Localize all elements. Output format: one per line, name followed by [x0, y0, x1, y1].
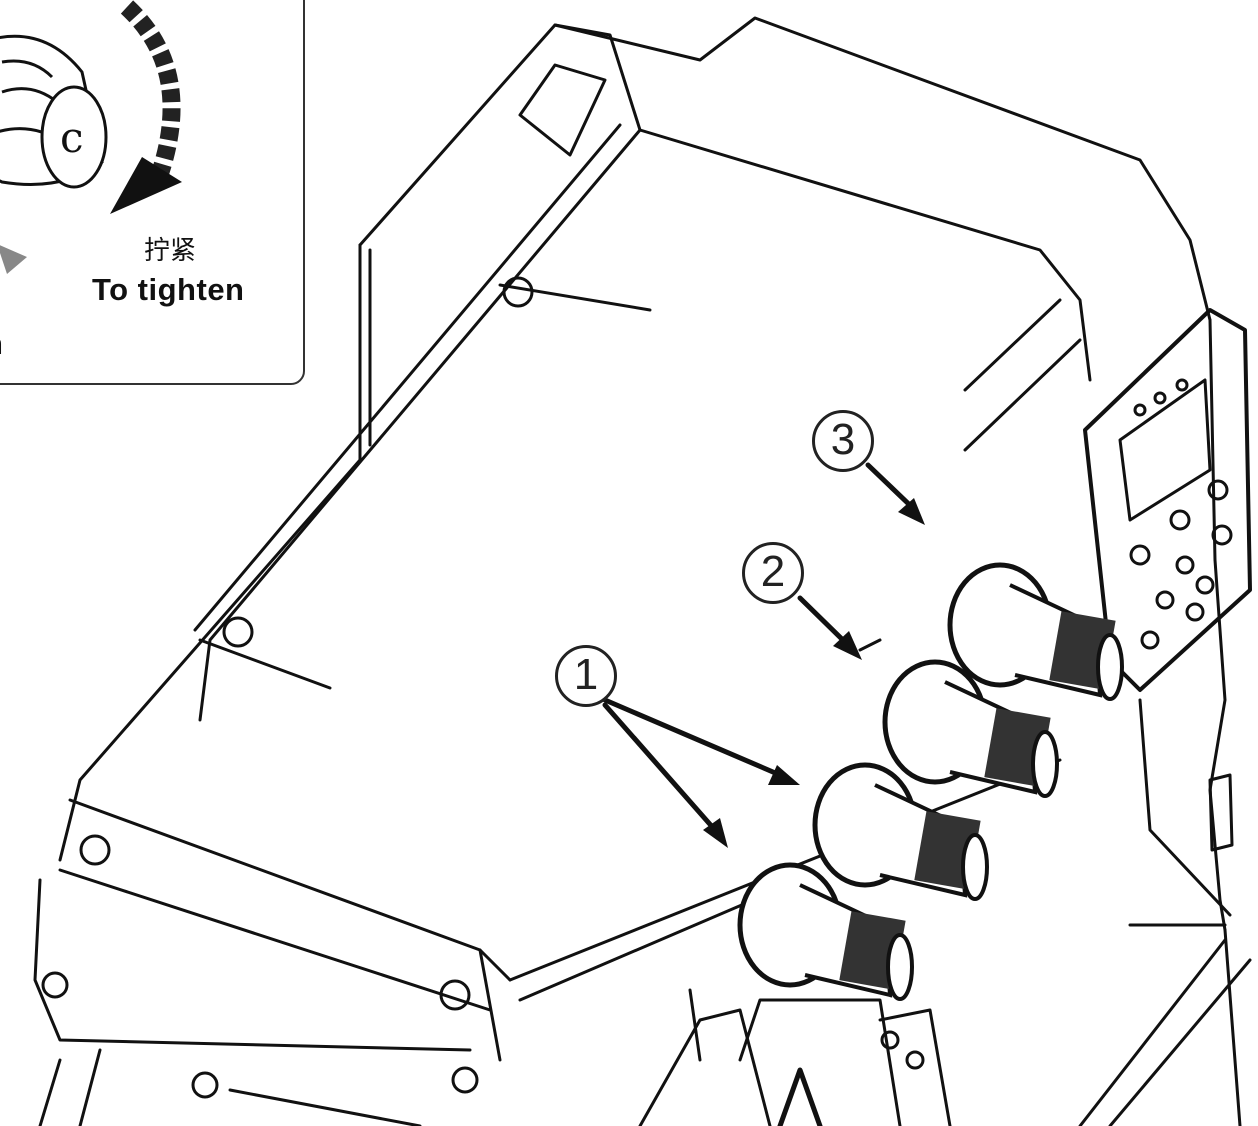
- callout-1: 1: [555, 645, 617, 707]
- tension-knob-1a[interactable]: [812, 762, 989, 901]
- tension-knob-1b[interactable]: [737, 862, 914, 1001]
- pointer-arrow-1a: [602, 697, 800, 785]
- rotation-arrow-icon: [110, 0, 182, 214]
- svg-text:c: c: [60, 113, 84, 162]
- tension-knobs[interactable]: [737, 562, 1124, 1001]
- callout-2: 2: [742, 542, 804, 604]
- loosen-label-fragment: n: [0, 326, 3, 362]
- rotation-inset: c 拧紧 To tighten n: [0, 0, 305, 385]
- tension-knob-2[interactable]: [882, 659, 1059, 798]
- tighten-label-en: To tighten: [92, 272, 245, 307]
- tighten-label-cn: 拧紧: [144, 236, 197, 266]
- callout-3: 3: [812, 410, 874, 472]
- pointer-arrow-1b: [602, 702, 728, 848]
- pointer-arrow-3: [865, 462, 925, 525]
- pointer-arrow-2: [797, 595, 862, 660]
- tension-knob-3[interactable]: [947, 562, 1124, 701]
- knob-icon: c: [0, 34, 108, 189]
